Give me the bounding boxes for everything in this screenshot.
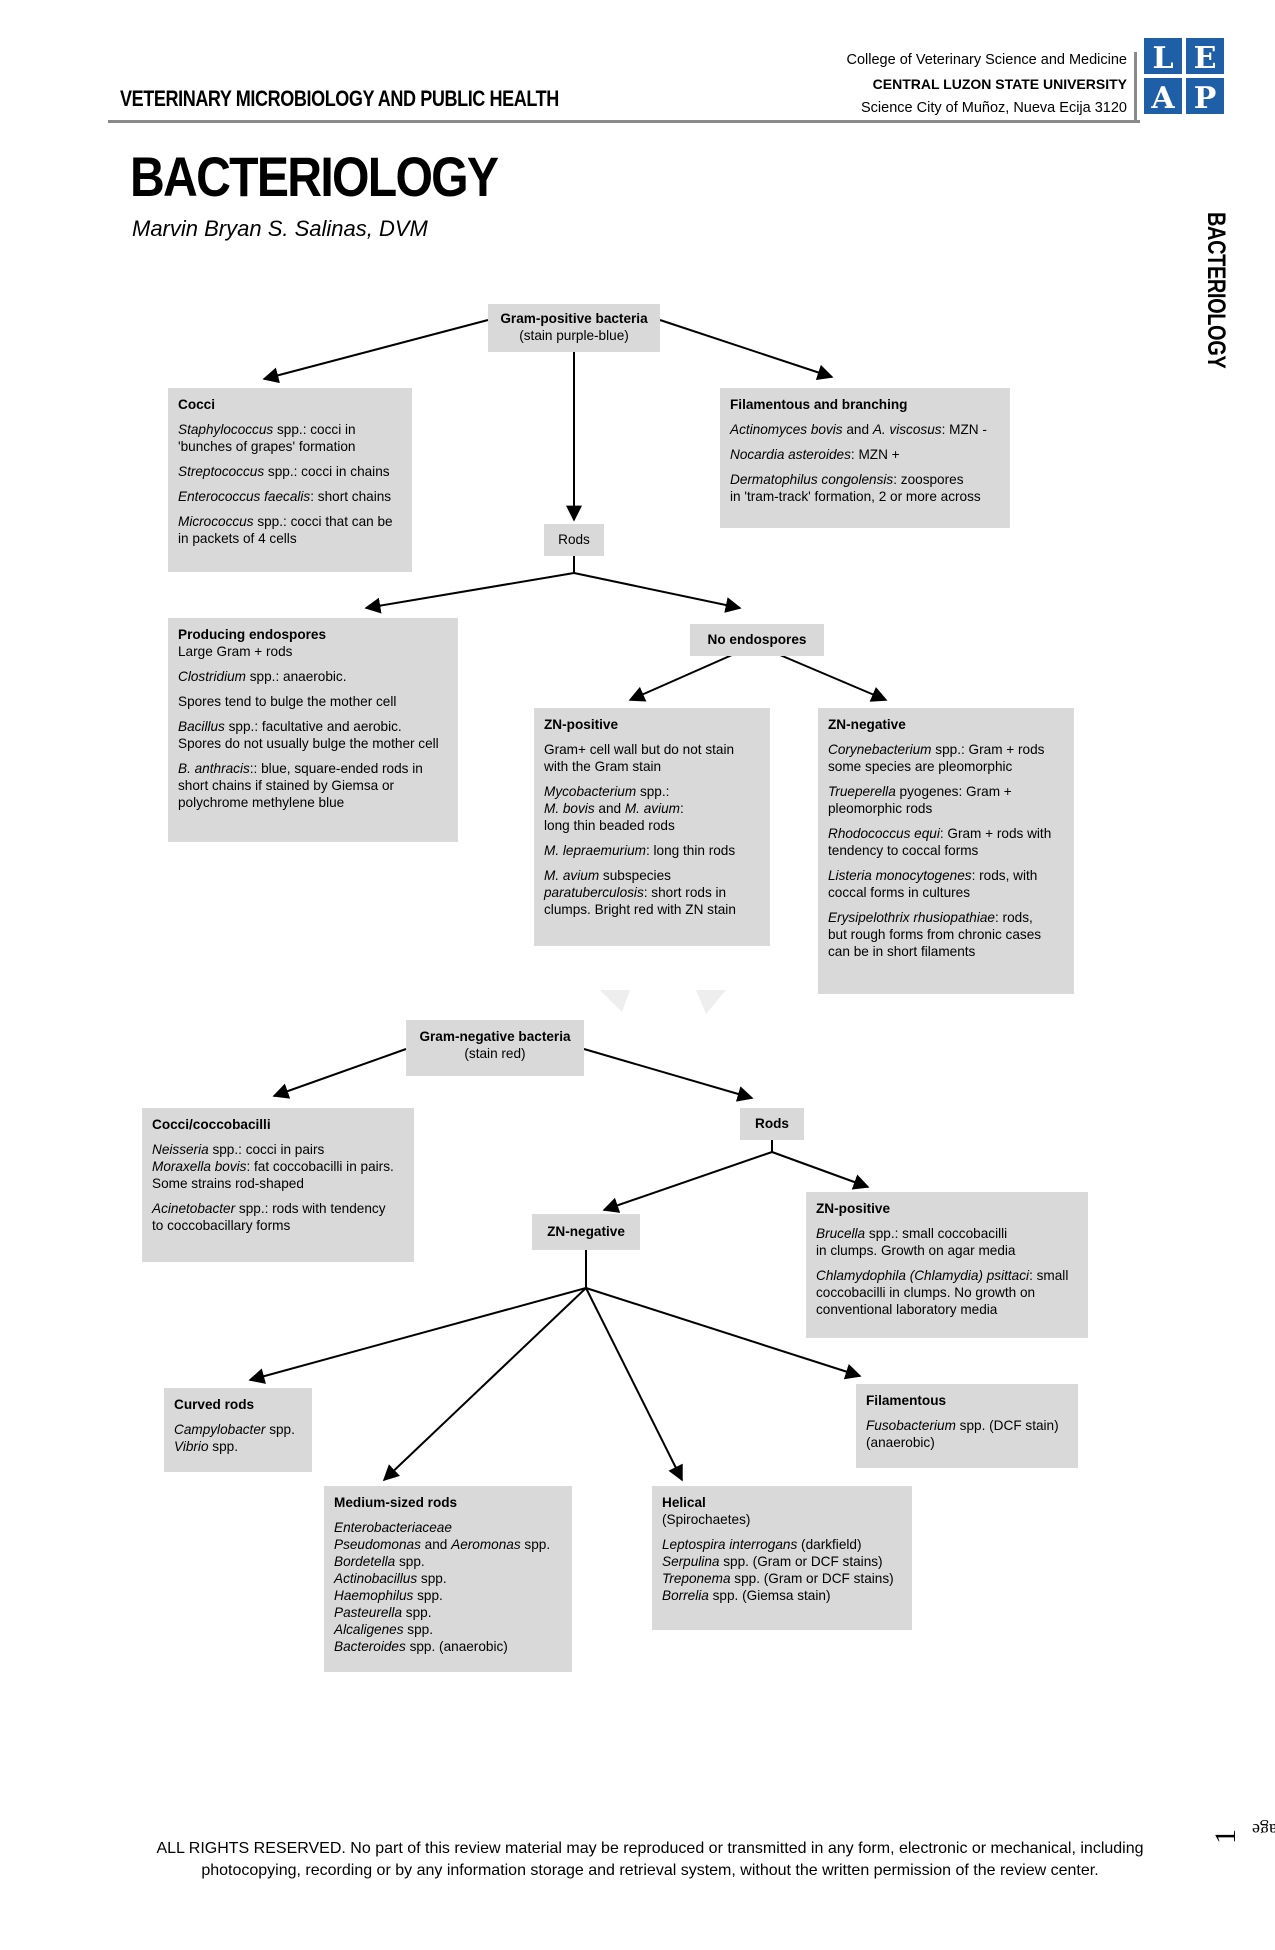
university-address: Science City of Muñoz, Nueva Ecija 3120 [861,100,1127,116]
college-name: College of Veterinary Science and Medici… [846,52,1128,68]
page-number: Page1 [1209,1820,1275,1844]
copyright-footer: ALL RIGHTS RESERVED. No part of this rev… [120,1838,1180,1882]
watermark [600,990,726,1014]
gn-rods-node: Rods [740,1108,804,1140]
svg-text:P: P [1194,81,1217,114]
svg-text:E: E [1194,41,1217,76]
gn-cocci-node: Cocci/coccobacilli Neisseria spp.: cocci… [142,1108,414,1262]
author-name: Marvin Bryan S. Salinas, DVM [132,216,428,241]
header-divider [1134,52,1137,122]
gn-helical-node: Helical (Spirochaetes) Leptospira interr… [652,1486,912,1630]
gp-zn-negative-node: ZN-negative Corynebacterium spp.: Gram +… [818,708,1074,994]
svg-text:A: A [1150,81,1175,114]
gn-zn-positive-node: ZN-positive Brucella spp.: small coccoba… [806,1192,1088,1338]
gram-positive-root-node: Gram-positive bacteria (stain purple-blu… [488,304,660,352]
gn-filamentous-node: Filamentous Fusobacterium spp. (DCF stai… [856,1384,1078,1468]
header-title: VETERINARY MICROBIOLOGY AND PUBLIC HEALT… [120,86,559,111]
gn-curved-rods-node: Curved rods Campylobacter spp. Vibrio sp… [164,1388,312,1472]
header-rule [108,120,1140,123]
gp-rods-node: Rods [544,524,604,556]
gp-filamentous-node: Filamentous and branching Actinomyces bo… [720,388,1010,528]
gram-negative-root-node: Gram-negative bacteria (stain red) [406,1020,584,1076]
gn-medium-rods-node: Medium-sized rods Enterobacteriaceae Pse… [324,1486,572,1672]
gn-zn-negative-node: ZN-negative [532,1214,640,1250]
leap-logo: L E A P [1144,38,1224,114]
gp-cocci-node: Cocci Staphylococcus spp.: cocci in 'bun… [168,388,412,572]
gp-no-endospores-node: No endospores [690,624,824,656]
gp-zn-positive-node: ZN-positive Gram+ cell wall but do not s… [534,708,770,946]
footer-line-1: ALL RIGHTS RESERVED. No part of this rev… [156,1840,1144,1857]
footer-line-2: photocopying, recording or by any inform… [201,1862,1099,1879]
university-name: CENTRAL LUZON STATE UNIVERSITY [872,76,1127,92]
document-title: BACTERIOLOGY [130,145,499,208]
svg-text:L: L [1152,41,1173,76]
gp-endospores-node: Producing endospores Large Gram + rods C… [168,618,458,842]
